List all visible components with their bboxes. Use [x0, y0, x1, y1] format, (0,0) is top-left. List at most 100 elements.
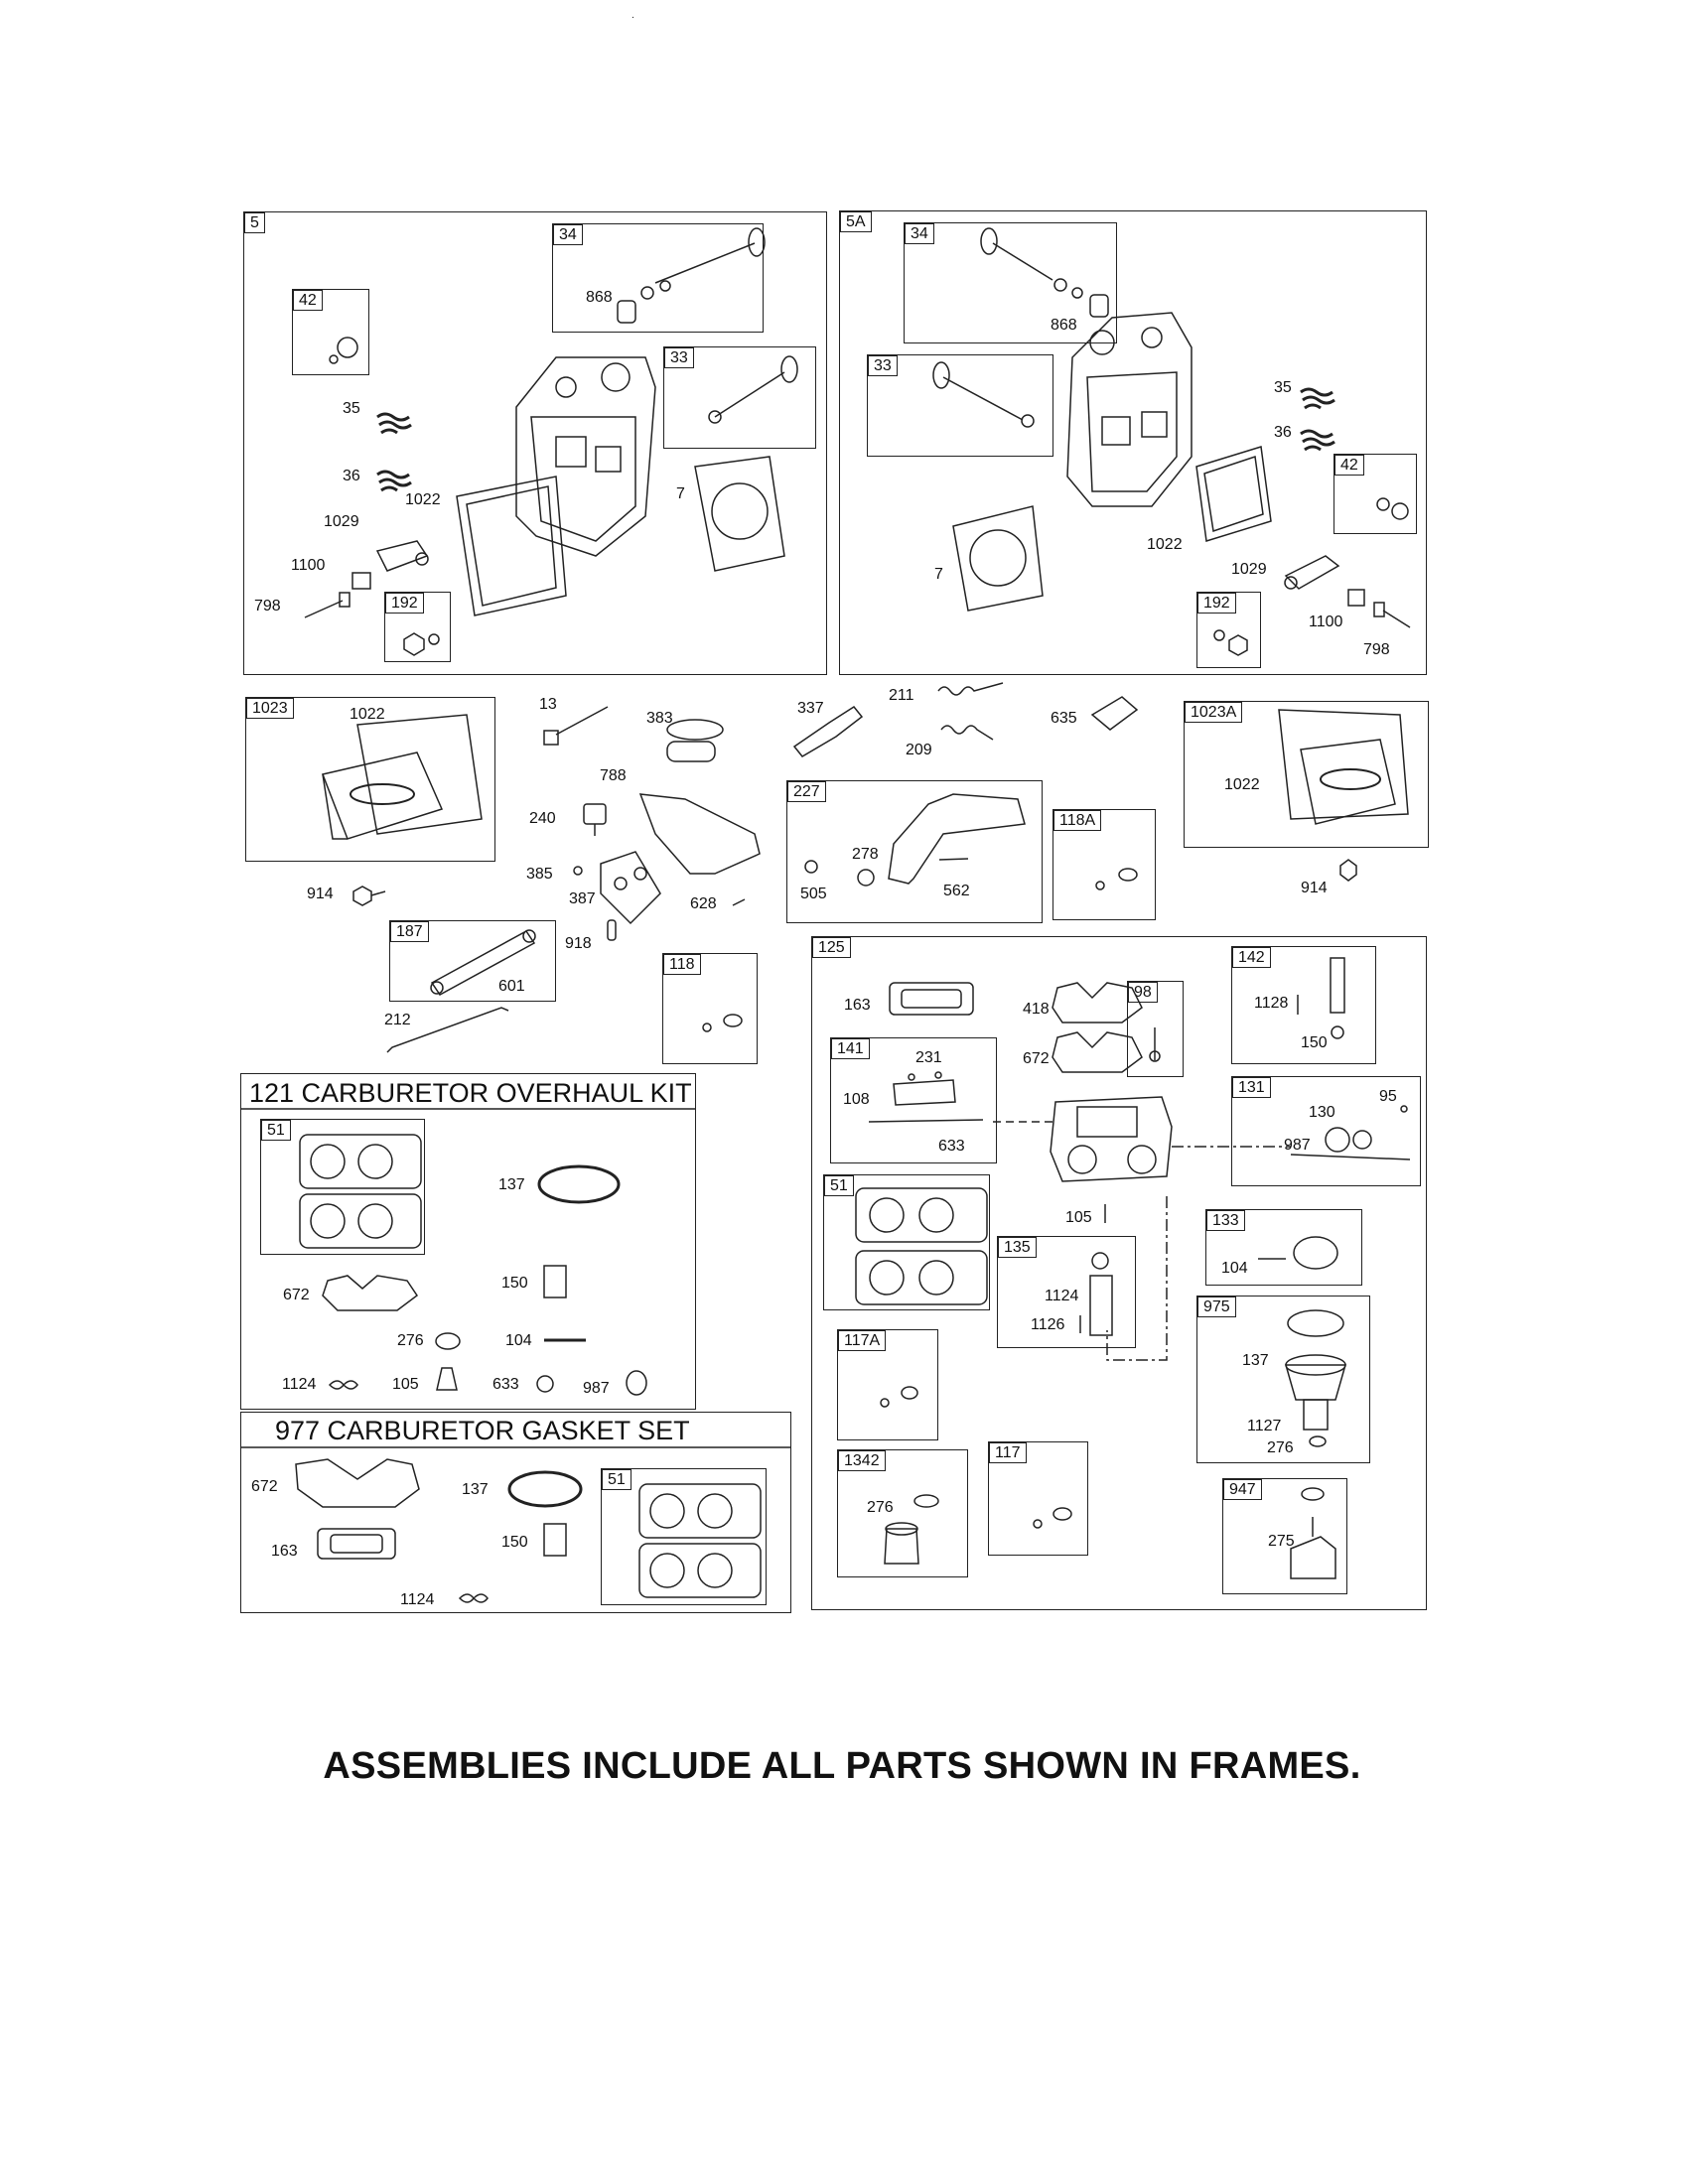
part-number: 35	[343, 400, 360, 417]
part-number: 13	[539, 696, 557, 713]
frame-tag: 5A	[840, 211, 872, 232]
frame-42: 42	[292, 289, 369, 375]
gasket-set-frame	[240, 1412, 791, 1613]
frame-tag: 1342	[838, 1450, 886, 1471]
part-number: 212	[384, 1012, 411, 1028]
frame-tag: 187	[390, 921, 429, 942]
part-number: 868	[586, 289, 613, 306]
part-number: 150	[1301, 1034, 1328, 1051]
frame-1023a: 1023A	[1184, 701, 1429, 848]
part-number: 231	[915, 1049, 942, 1066]
frame-tag: 227	[787, 781, 826, 802]
part-number: 383	[646, 710, 673, 727]
part-number: 105	[1065, 1209, 1092, 1226]
part-number: 562	[943, 883, 970, 899]
frame-42: 42	[1333, 454, 1417, 534]
part-number: 276	[397, 1332, 424, 1349]
part-number: 633	[938, 1138, 965, 1155]
part-number: 1126	[1031, 1316, 1065, 1333]
part-number: 987	[1284, 1137, 1311, 1154]
part-number: 601	[498, 978, 525, 995]
frame-118: 118	[662, 953, 758, 1064]
frame-tag: 42	[293, 290, 323, 311]
frame-227: 227	[786, 780, 1043, 923]
part-number: 108	[843, 1091, 870, 1108]
part-number: 788	[600, 767, 627, 784]
gasket-set-title: 977 CARBURETOR GASKET SET	[275, 1416, 690, 1445]
part-number: 1022	[405, 491, 441, 508]
part-number: 635	[1051, 710, 1077, 727]
part-number: 163	[844, 997, 871, 1014]
part-number: 150	[501, 1275, 528, 1292]
part-number: 275	[1268, 1533, 1295, 1550]
frame-33: 33	[663, 346, 816, 449]
frame-33: 33	[867, 354, 1053, 457]
part-number: 209	[906, 742, 932, 758]
frame-tag: 51	[824, 1175, 854, 1196]
frame-tag: 975	[1197, 1297, 1236, 1317]
part-number: 36	[1274, 424, 1292, 441]
part-number: 914	[1301, 880, 1328, 896]
frame-tag: 51	[261, 1120, 291, 1141]
frame-tag: 118A	[1053, 810, 1102, 831]
stray-mark: .	[632, 10, 634, 21]
frame-5a: 5A	[839, 210, 1427, 675]
part-number: 1124	[282, 1376, 317, 1393]
part-number: 211	[889, 687, 914, 704]
frame-tag: 42	[1334, 455, 1364, 476]
frame-tag: 141	[831, 1038, 870, 1059]
frame-51: 51	[601, 1468, 767, 1605]
frame-117a: 117A	[837, 1329, 938, 1440]
part-number: 1100	[1309, 614, 1343, 630]
part-number: 798	[1363, 641, 1390, 658]
part-number: 130	[1309, 1104, 1335, 1121]
part-number: 505	[800, 886, 827, 902]
frame-192: 192	[1196, 592, 1261, 668]
part-number: 672	[251, 1478, 278, 1495]
frame-98: 98	[1127, 981, 1184, 1077]
frame-tag: 33	[664, 347, 694, 368]
assemblies-note: ASSEMBLIES INCLUDE ALL PARTS SHOWN IN FR…	[323, 1745, 1361, 1787]
frame-tag: 133	[1206, 1210, 1245, 1231]
part-number: 276	[1267, 1439, 1294, 1456]
part-number: 163	[271, 1543, 298, 1560]
part-number: 7	[676, 485, 685, 502]
frame-133: 133	[1205, 1209, 1362, 1286]
frame-34: 34	[552, 223, 764, 333]
part-number: 1128	[1254, 995, 1289, 1012]
part-number: 868	[1051, 317, 1077, 334]
part-number: 35	[1274, 379, 1292, 396]
frame-tag: 192	[1197, 593, 1236, 614]
overhaul-kit-frame	[240, 1073, 696, 1410]
part-number: 150	[501, 1534, 528, 1551]
frame-tag: 125	[812, 937, 851, 958]
frame-tag: 135	[998, 1237, 1037, 1258]
part-number: 798	[254, 598, 281, 614]
frame-947: 947	[1222, 1478, 1347, 1594]
part-number: 1124	[1045, 1288, 1079, 1304]
part-number: 95	[1379, 1088, 1397, 1105]
frame-34: 34	[904, 222, 1117, 343]
frame-142: 142	[1231, 946, 1376, 1064]
frame-192: 192	[384, 592, 451, 662]
part-number: 104	[505, 1332, 532, 1349]
frame-51: 51	[823, 1174, 990, 1310]
frame-117: 117	[988, 1441, 1088, 1556]
part-number: 137	[462, 1481, 489, 1498]
frame-tag: 51	[602, 1469, 632, 1490]
frame-975: 975	[1196, 1296, 1370, 1463]
frame-tag: 5	[244, 212, 265, 233]
frame-1023: 1023	[245, 697, 495, 862]
frame-1342: 1342	[837, 1449, 968, 1577]
part-number: 7	[934, 566, 943, 583]
part-number: 337	[797, 700, 824, 717]
part-number: 1100	[291, 557, 326, 574]
frame-125: 125	[811, 936, 1427, 1610]
part-number: 672	[1023, 1050, 1050, 1067]
part-number: 1022	[1147, 536, 1183, 553]
